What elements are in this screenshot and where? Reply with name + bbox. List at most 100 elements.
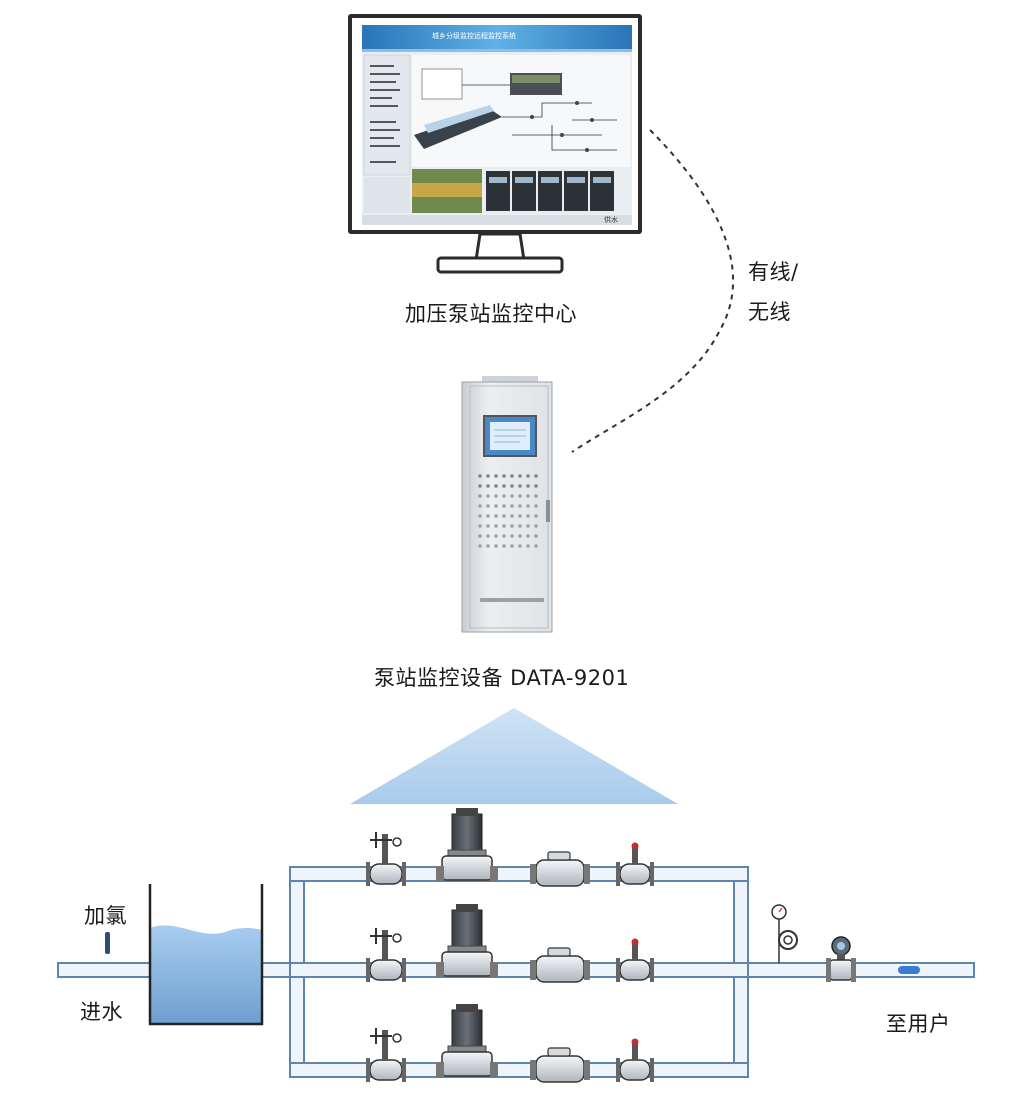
cabinet-indicator (510, 524, 514, 528)
cabinet-indicator (518, 474, 522, 478)
cabinet-indicator (478, 494, 482, 498)
outlet-valve (616, 938, 654, 982)
outlet-valve (616, 842, 654, 886)
cabinet-button-panel (478, 474, 538, 548)
cabinet-indicator (526, 494, 530, 498)
screen-badge: 供水 (604, 216, 618, 224)
cabinet-indicator (534, 504, 538, 508)
screen-title-bar: 城乡分级监控远程监控系统 (362, 25, 632, 49)
cabinet-indicator (518, 504, 522, 508)
pressure-gauge (771, 904, 798, 963)
pump-motor (436, 1004, 498, 1078)
link-label-line2: 无线 (748, 300, 791, 324)
cabinet-indicator (486, 544, 490, 548)
control-cabinet (461, 376, 553, 633)
pump-motor (436, 904, 498, 978)
cabinet-indicator (518, 514, 522, 518)
cabinet-indicator (526, 484, 530, 488)
cabinet-indicator (486, 474, 490, 478)
cabinet-indicator (526, 524, 530, 528)
cabinet-indicator (534, 494, 538, 498)
check-valve (530, 851, 590, 887)
cabinet-indicator (518, 524, 522, 528)
cabinet-indicator (518, 484, 522, 488)
cabinet-indicator (502, 484, 506, 488)
cabinet-indicator (494, 494, 498, 498)
cabinet-indicator (478, 484, 482, 488)
cabinet-indicator (534, 524, 538, 528)
gate-valve (366, 832, 406, 886)
gate-valve (366, 1028, 406, 1082)
water-tank (148, 884, 264, 1026)
chlorine-label: 加氯 (84, 904, 127, 928)
signal-triangle (350, 708, 678, 804)
cabinet-indicator (486, 484, 490, 488)
cabinet-indicator (478, 524, 482, 528)
cabinet-indicator (502, 524, 506, 528)
cabinet-indicator (502, 544, 506, 548)
cabinet-indicator (534, 534, 538, 538)
cabinet-indicator (486, 534, 490, 538)
pump-branch-middle (366, 904, 654, 983)
cabinet-indicator (502, 494, 506, 498)
cabinet-indicator (518, 544, 522, 548)
screen-title: 城乡分级监控远程监控系统 (432, 32, 516, 40)
cabinet-indicator (526, 504, 530, 508)
cabinet-indicator (510, 494, 514, 498)
cabinet-indicator (478, 504, 482, 508)
to-user-label: 至用户 (886, 1012, 951, 1036)
wireless-link-line (571, 129, 734, 453)
cabinet-indicator (486, 514, 490, 518)
cabinet-label: 泵站监控设备 DATA-9201 (374, 666, 630, 690)
link-label-line1: 有线/ (748, 260, 799, 284)
cabinet-indicator (494, 484, 498, 488)
check-valve (530, 1047, 590, 1083)
monitor-neck (474, 232, 526, 262)
cabinet-indicator (518, 534, 522, 538)
tank-water (150, 925, 262, 1024)
cabinet-indicator (534, 544, 538, 548)
chlorine-injector (105, 932, 110, 954)
cabinet-indicator (494, 504, 498, 508)
cabinet-indicator (510, 514, 514, 518)
monitor-screen-ui: 城乡分级监控远程监控系统 (362, 25, 632, 225)
cabinet-indicator (494, 544, 498, 548)
cabinet-indicator (478, 514, 482, 518)
monitor-base (436, 256, 564, 274)
cabinet-indicator (510, 474, 514, 478)
cabinet-indicator (526, 514, 530, 518)
water-in-label: 进水 (80, 1000, 123, 1024)
cabinet-indicator (502, 514, 506, 518)
cabinet-indicator (478, 534, 482, 538)
cabinet-indicator (534, 484, 538, 488)
cabinet-indicator (486, 504, 490, 508)
pump-branch-bottom (366, 1004, 654, 1083)
pump-branches (366, 808, 654, 1083)
cabinet-indicator (478, 474, 482, 478)
cabinet-indicator (486, 524, 490, 528)
flow-meter (826, 936, 856, 982)
cabinet-indicator (502, 504, 506, 508)
cabinet-indicator (526, 474, 530, 478)
cabinet-indicator (494, 524, 498, 528)
cabinet-indicator (494, 514, 498, 518)
cabinet-indicator (534, 514, 538, 518)
cabinet-indicator (510, 534, 514, 538)
cabinet-indicator (478, 544, 482, 548)
cabinet-indicator (494, 534, 498, 538)
cabinet-indicator (526, 544, 530, 548)
pump-motor (436, 808, 498, 882)
cabinet-indicator (518, 494, 522, 498)
monitor-center-label: 加压泵站监控中心 (405, 302, 577, 326)
check-valve (530, 947, 590, 983)
gate-valve (366, 928, 406, 982)
cabinet-indicator (502, 474, 506, 478)
cabinet-indicator (534, 474, 538, 478)
cabinet-indicator (510, 484, 514, 488)
cabinet-indicator (510, 504, 514, 508)
pump-branch-top (366, 808, 654, 887)
cabinet-indicator (510, 544, 514, 548)
cabinet-indicator (494, 474, 498, 478)
screen-scada-graphic (362, 49, 632, 225)
outlet-water-flow (898, 966, 920, 974)
